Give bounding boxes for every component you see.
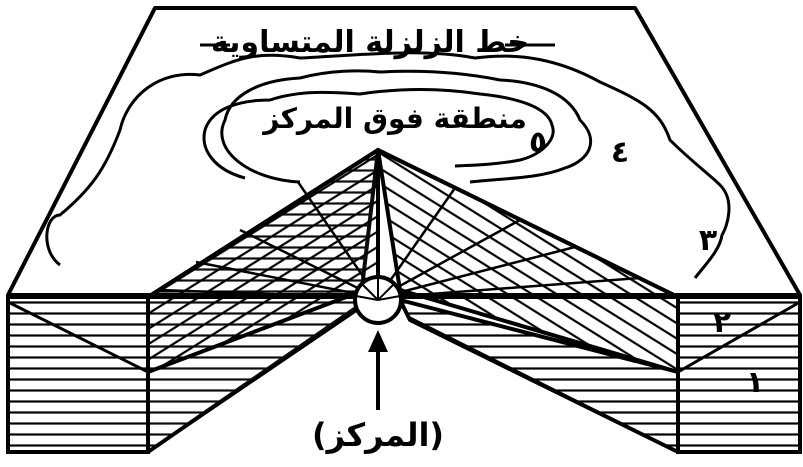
right-block-face <box>676 295 802 454</box>
zone-number-3: ٣ <box>699 223 717 258</box>
zone-number-2: ٢ <box>713 305 731 340</box>
left-block-diagonal <box>7 300 149 374</box>
zone-number-5: ٥ <box>529 125 547 160</box>
bottom-chevron-right <box>409 316 679 454</box>
isoseismal-line-inner <box>202 88 555 180</box>
left-block-face <box>6 295 150 454</box>
bottom-chevron <box>147 306 361 454</box>
isoseismal-line-label: خط الزلزلة المتساوية <box>211 25 529 60</box>
focus-arrow-head <box>368 330 388 352</box>
isoseismal-line-middle <box>220 69 593 184</box>
focus-rays-inner <box>355 278 401 301</box>
isoseismal-line-outer <box>45 51 731 279</box>
focus-label: (المركز) <box>312 416 444 454</box>
zone-number-4: ٤ <box>611 135 629 170</box>
epicenter-region-label: منطقة فوق المركز <box>261 102 527 135</box>
zone-number-1: ١ <box>746 365 764 400</box>
right-block-diagonal <box>677 300 801 374</box>
